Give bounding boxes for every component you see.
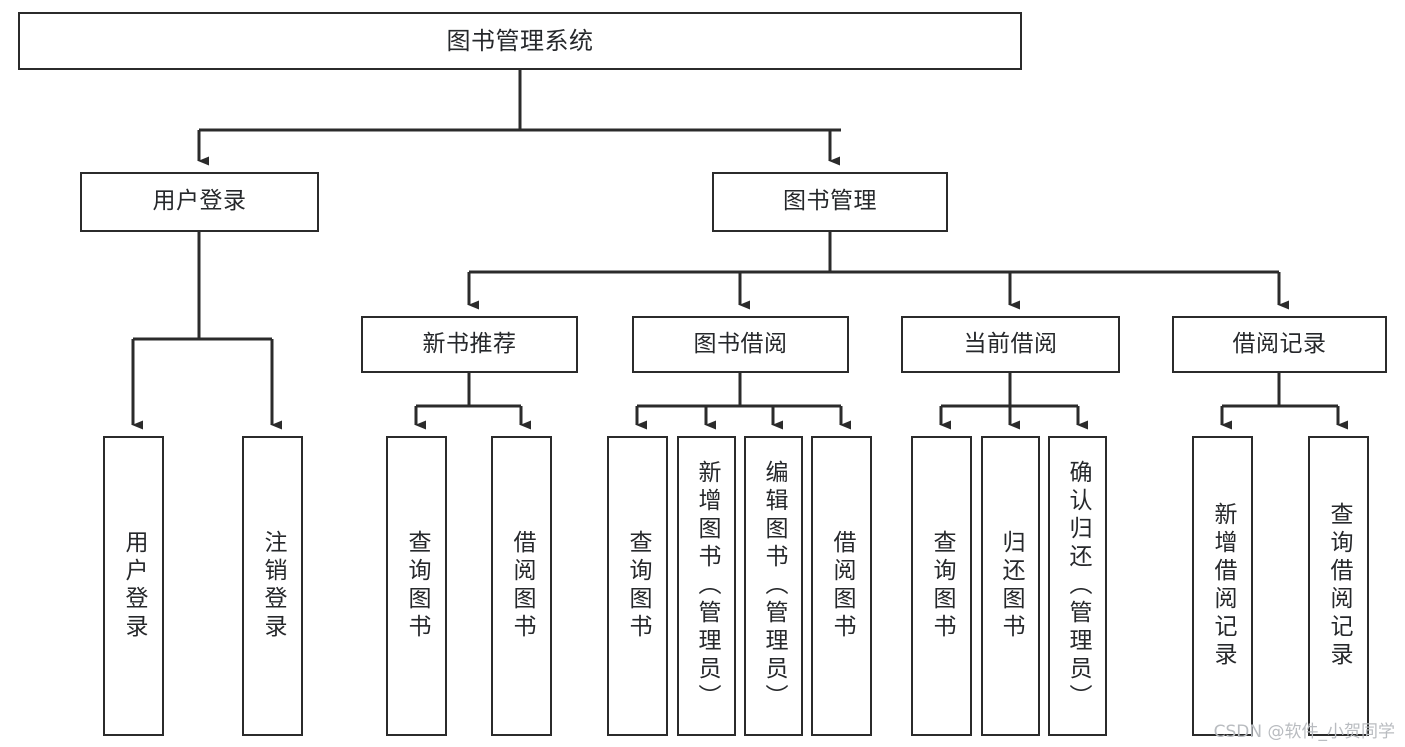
node-label: 图书借阅 [693,330,788,357]
node-current-borrow[interactable]: 当前借阅 [901,316,1120,373]
node-label: 用户登录 [152,188,247,215]
node-label: 图书管理 [783,188,877,215]
node-label: 查询借阅记录 [1326,502,1352,670]
node-label: 借阅图书 [829,530,855,642]
node-label: 查询图书 [625,530,651,642]
node-label: 新增借阅记录 [1210,502,1236,670]
leaf-logout-login[interactable]: 注销登录 [242,436,303,736]
leaf-query-book-current[interactable]: 查询图书 [911,436,972,736]
node-label: 当前借阅 [963,330,1058,357]
node-label: 用户登录 [121,530,147,642]
leaf-query-borrow-record[interactable]: 查询借阅记录 [1308,436,1369,736]
node-user-login[interactable]: 用户登录 [80,172,319,232]
node-label: 图书管理系统 [446,26,594,55]
leaf-add-book-admin[interactable]: 新增图书（管理员） [677,436,736,736]
leaf-confirm-return-admin[interactable]: 确认归还（管理员） [1048,436,1107,736]
node-root-book-management-system[interactable]: 图书管理系统 [18,12,1022,70]
leaf-edit-book-admin[interactable]: 编辑图书（管理员） [744,436,803,736]
node-new-book-recommend[interactable]: 新书推荐 [361,316,578,373]
node-label: 借阅记录 [1232,330,1327,357]
node-label: 归还图书 [998,530,1024,642]
leaf-borrow-book-recommend[interactable]: 借阅图书 [491,436,552,736]
node-label: 借阅图书 [509,530,535,642]
leaf-add-borrow-record[interactable]: 新增借阅记录 [1192,436,1253,736]
leaf-query-book-borrow[interactable]: 查询图书 [607,436,668,736]
csdn-watermark: CSDN @软件_小贺同学 [1213,722,1395,742]
node-label: 查询图书 [404,530,430,642]
node-label: 确认归还（管理员） [1065,460,1091,712]
leaf-return-book[interactable]: 归还图书 [981,436,1040,736]
node-label: 查询图书 [929,530,955,642]
node-book-management[interactable]: 图书管理 [712,172,948,232]
node-label: 编辑图书（管理员） [761,460,787,712]
leaf-borrow-book[interactable]: 借阅图书 [811,436,872,736]
node-label: 新增图书（管理员） [694,460,720,712]
node-label: 注销登录 [260,530,286,642]
node-borrow-record[interactable]: 借阅记录 [1172,316,1387,373]
node-book-borrow[interactable]: 图书借阅 [632,316,849,373]
leaf-query-book-recommend[interactable]: 查询图书 [386,436,447,736]
leaf-user-login[interactable]: 用户登录 [103,436,164,736]
node-label: 新书推荐 [422,330,517,357]
